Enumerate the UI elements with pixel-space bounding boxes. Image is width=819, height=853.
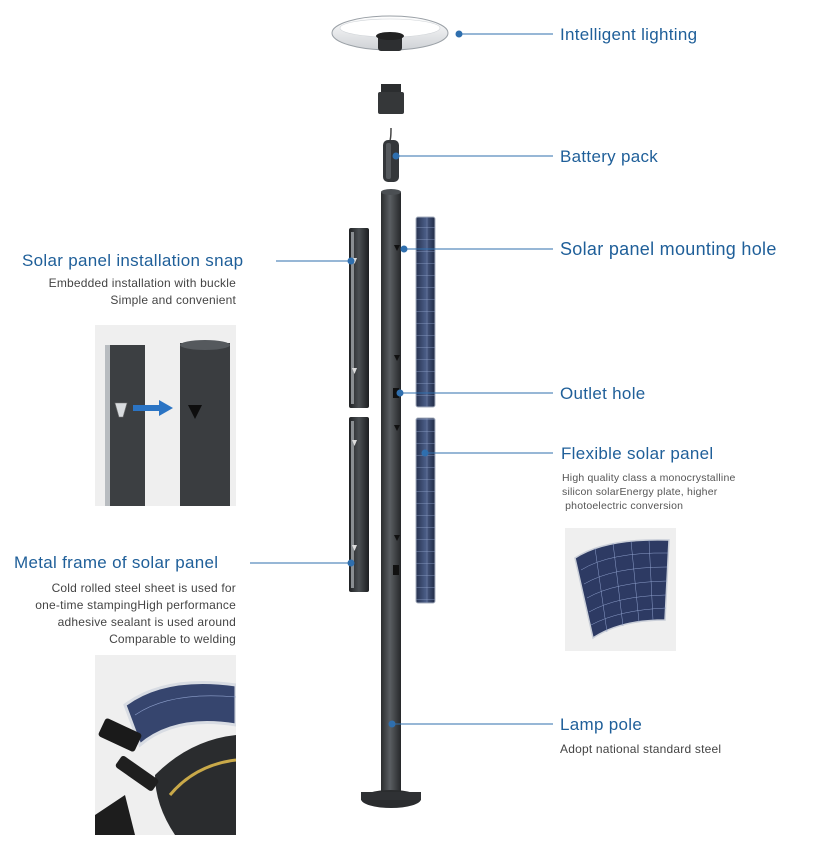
- solar-panel-upper: [415, 216, 436, 408]
- light-disc: [331, 15, 449, 51]
- metal-frame-illustration: [95, 681, 236, 835]
- desc-line: silicon solarEnergy plate, higher: [562, 486, 718, 498]
- desc-line: adhesive sealant is used around: [57, 615, 236, 629]
- snap-detail-illustration: [105, 340, 230, 506]
- callout-intelligent-lighting-title: Intelligent lighting: [560, 25, 698, 44]
- desc-line: Simple and convenient: [110, 293, 236, 307]
- callout-lamp-pole-desc: Adopt national standard steel: [560, 742, 722, 756]
- snap-detail-photo: [95, 325, 236, 506]
- metal-frame-photo: [95, 655, 236, 835]
- metal-frame-lower: [349, 417, 369, 592]
- leader-lines: [250, 30, 553, 728]
- metal-frame-upper: [349, 228, 369, 408]
- flexible-panel-illustration: [574, 539, 670, 640]
- callout-flexible-panel-title: Flexible solar panel: [561, 444, 714, 463]
- desc-line: High quality class a monocrystalline: [562, 472, 736, 484]
- callout-mounting-hole-title: Solar panel mounting hole: [560, 239, 777, 259]
- desc-line: one-time stampingHigh performance: [35, 598, 236, 612]
- desc-line: photoelectric conversion: [562, 500, 684, 512]
- callout-installation-snap-desc: Embedded installation with buckle Simple…: [49, 275, 236, 309]
- callout-battery-pack-title: Battery pack: [560, 147, 659, 166]
- lamp-pole-body: [361, 189, 421, 808]
- desc-line: Cold rolled steel sheet is used for: [51, 581, 236, 595]
- callout-flexible-panel-desc: High quality class a monocrystalline sil…: [562, 471, 736, 513]
- callout-lamp-pole-title: Lamp pole: [560, 715, 643, 734]
- callout-installation-snap-title: Solar panel installation snap: [22, 251, 244, 270]
- adapter: [378, 84, 404, 114]
- solar-panel-lower: [415, 417, 436, 604]
- callout-metal-frame-title: Metal frame of solar panel: [14, 553, 219, 572]
- desc-line: Comparable to welding: [109, 632, 236, 646]
- desc-line: Embedded installation with buckle: [48, 276, 236, 290]
- callout-outlet-hole-title: Outlet hole: [560, 384, 646, 403]
- flexible-panel-photo: [565, 528, 676, 651]
- callout-metal-frame-desc: Cold rolled steel sheet is used for one-…: [35, 580, 236, 648]
- battery-pack: [383, 127, 399, 182]
